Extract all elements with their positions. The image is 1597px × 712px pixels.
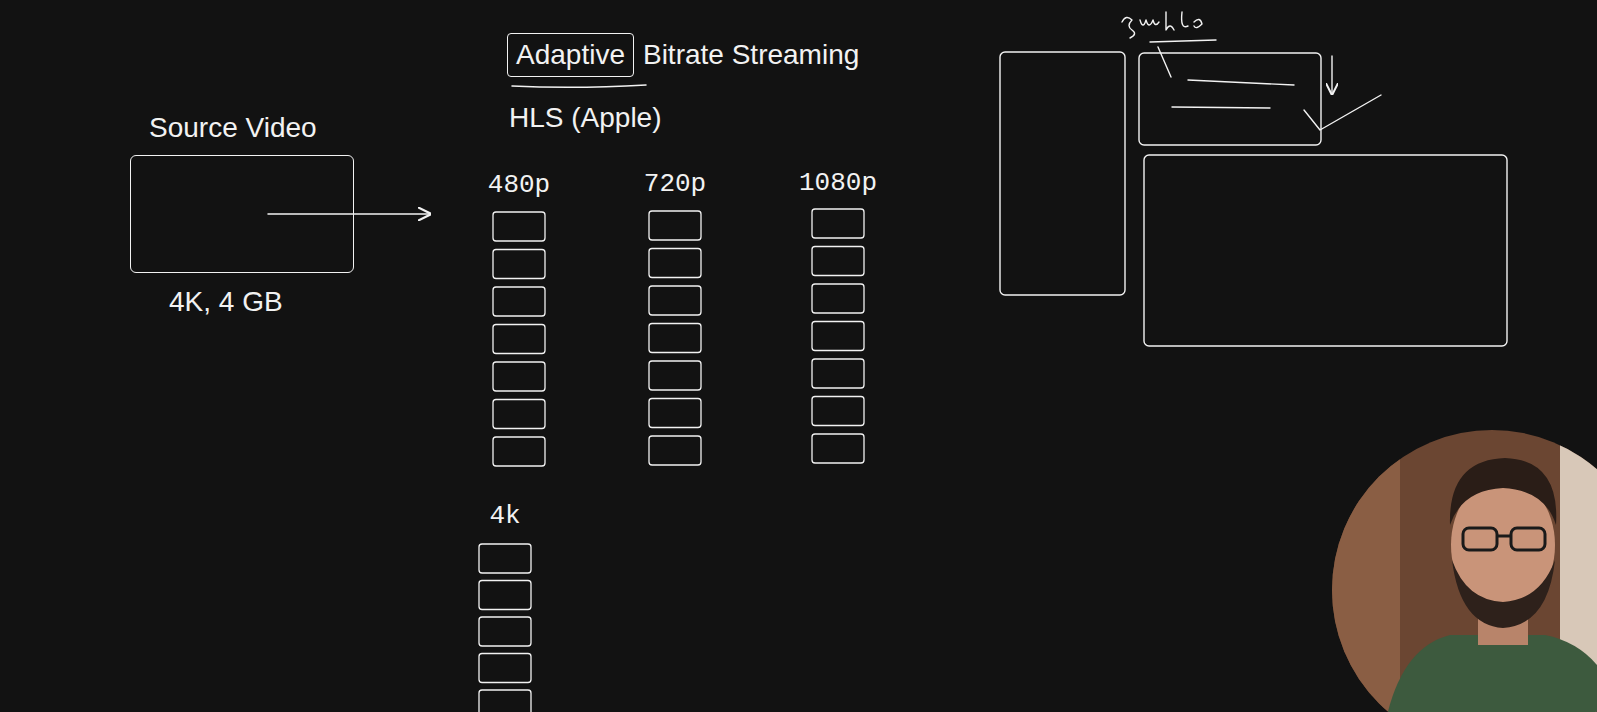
segment-box bbox=[812, 397, 864, 426]
check-mark bbox=[1304, 95, 1381, 130]
resolution-label: 4k bbox=[489, 500, 520, 534]
sketch-line bbox=[1158, 47, 1171, 77]
node-text: Adaptive bbox=[516, 37, 625, 73]
player-frame bbox=[1144, 155, 1507, 346]
segment-box bbox=[812, 322, 864, 351]
source-video-box: Source Video4K, 4 GB bbox=[130, 155, 354, 273]
sidebar-frame bbox=[1000, 52, 1125, 295]
down-arrow bbox=[1331, 56, 1332, 94]
segment-box bbox=[649, 361, 701, 390]
segment-box bbox=[493, 325, 545, 354]
segment-box bbox=[812, 359, 864, 388]
node-text: Source Video bbox=[149, 110, 317, 146]
segment-box bbox=[493, 212, 545, 241]
resolution-label: 480p bbox=[488, 169, 550, 203]
resolution-label: 720p bbox=[644, 168, 706, 202]
scribble-underline bbox=[1150, 40, 1216, 42]
webcam-background bbox=[1320, 420, 1597, 712]
segment-box bbox=[479, 581, 531, 610]
shirt bbox=[1380, 635, 1597, 712]
segment-box bbox=[479, 690, 531, 712]
beard bbox=[1452, 560, 1555, 628]
segment-box bbox=[493, 287, 545, 316]
segment-box bbox=[493, 250, 545, 279]
segment-box bbox=[649, 211, 701, 240]
segment-box bbox=[479, 617, 531, 646]
segment-box bbox=[479, 544, 531, 573]
title-word-box: Adaptive bbox=[507, 33, 634, 77]
player-wireframe bbox=[1000, 12, 1507, 346]
segment-box bbox=[649, 324, 701, 353]
flow-arrow bbox=[268, 213, 430, 215]
webcam-overlay bbox=[1320, 420, 1597, 712]
webcam-wall bbox=[1320, 420, 1400, 712]
segment-columns bbox=[479, 209, 864, 712]
sketch-line bbox=[1172, 107, 1270, 108]
underline-stroke bbox=[512, 85, 646, 87]
sketch-line bbox=[1188, 80, 1294, 85]
segment-box bbox=[649, 249, 701, 278]
segment-box bbox=[649, 436, 701, 465]
segment-box bbox=[812, 209, 864, 238]
segment-box bbox=[493, 400, 545, 429]
segment-box bbox=[479, 654, 531, 683]
segment-box bbox=[649, 286, 701, 315]
segment-box bbox=[493, 437, 545, 466]
segment-box bbox=[812, 434, 864, 463]
segment-box bbox=[493, 362, 545, 391]
glasses bbox=[1463, 528, 1545, 550]
segment-box bbox=[812, 284, 864, 313]
heading-text: Bitrate Streaming bbox=[643, 37, 859, 73]
segment-box bbox=[812, 247, 864, 276]
hair bbox=[1450, 458, 1556, 525]
node-text: 4K, 4 GB bbox=[169, 284, 283, 320]
scribble-text bbox=[1122, 12, 1202, 38]
resolution-label: 1080p bbox=[799, 167, 877, 201]
segment-box bbox=[649, 399, 701, 428]
heading-text: HLS (Apple) bbox=[509, 100, 662, 136]
